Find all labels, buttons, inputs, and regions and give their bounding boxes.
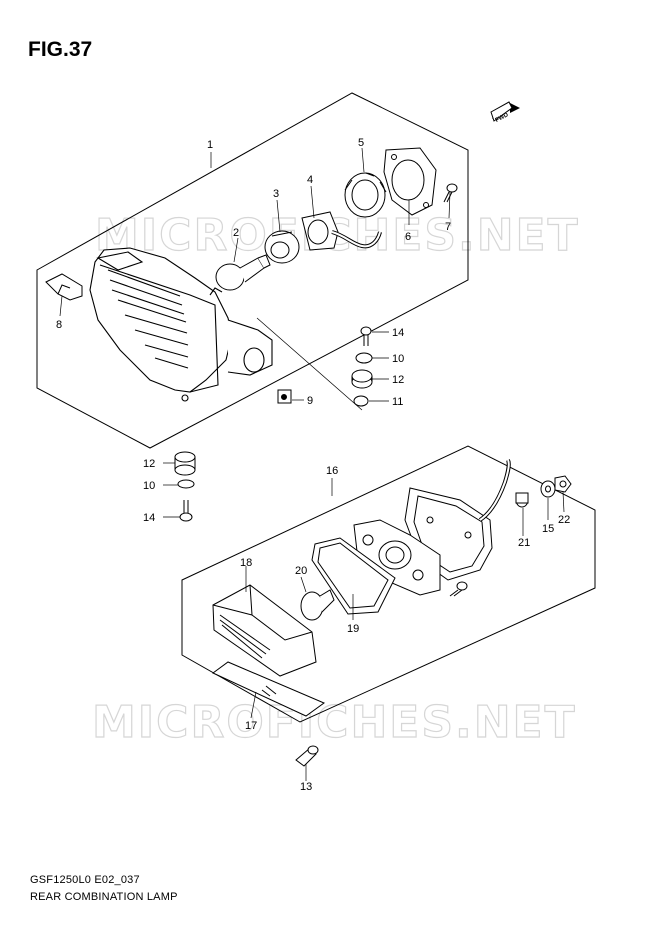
- callout-12a: 12: [392, 374, 404, 386]
- callout-9: 9: [307, 395, 313, 407]
- bolt-part-14-upper: [360, 326, 372, 346]
- nut-part-22: [554, 475, 572, 493]
- lamp-housing: [89, 247, 273, 402]
- ring-part-5: [344, 172, 387, 218]
- leader-lines: [59, 147, 565, 781]
- washer-part-10-lower: [177, 479, 195, 489]
- callout-16: 16: [326, 465, 338, 477]
- washer-part-10-upper: [355, 352, 373, 364]
- callout-13: 13: [300, 781, 312, 793]
- socket-cord-part-4: [301, 211, 382, 251]
- model-code: GSF1250L0 E02_037: [30, 874, 140, 886]
- screw-lower-base: [449, 581, 468, 597]
- callout-19: 19: [347, 623, 359, 635]
- assembly-frame-upper: [36, 92, 469, 449]
- callout-21: 21: [518, 537, 530, 549]
- lens-cover-part-18: [212, 584, 317, 677]
- bulb-part-20: [300, 589, 335, 621]
- callout-8: 8: [56, 319, 62, 331]
- callout-7: 7: [445, 221, 451, 233]
- gasket-plate-part-6: [383, 147, 437, 216]
- fwd-arrow-icon: FWD: [490, 101, 520, 124]
- callout-labels: 1 2 3 4 5 6 7 8 9 10 11 12 14 10 12 14 1…: [56, 137, 570, 793]
- callout-17: 17: [245, 720, 257, 732]
- section-title: REAR COMBINATION LAMP: [30, 891, 178, 903]
- grommet-part-12-upper: [351, 369, 373, 389]
- callout-20: 20: [295, 565, 307, 577]
- washer-part-15: [540, 480, 556, 498]
- figure-label: FIG.37: [28, 38, 93, 61]
- callout-14b: 14: [143, 512, 155, 524]
- callout-18: 18: [240, 557, 252, 569]
- socket-part-3: [264, 230, 300, 264]
- gasket-part-19: [311, 537, 396, 615]
- nut-part-11: [353, 395, 369, 407]
- callout-11: 11: [392, 396, 403, 408]
- bulb-upper: [215, 254, 271, 291]
- screw-part-7: [443, 183, 458, 203]
- lens-plate-part-17: [212, 661, 326, 717]
- callout-1: 1: [207, 139, 213, 151]
- watermark-lower: MICROFICHES.NET: [92, 697, 577, 748]
- clip-part-8: [45, 273, 83, 301]
- callout-3: 3: [273, 188, 279, 200]
- callout-15: 15: [542, 523, 554, 535]
- callout-5: 5: [358, 137, 364, 149]
- callout-4: 4: [307, 174, 313, 186]
- license-lamp-base: [353, 459, 511, 596]
- assembly-frame-lower: [181, 445, 596, 723]
- callout-6: 6: [405, 231, 411, 243]
- callout-12b: 12: [143, 458, 155, 470]
- nut-clip-part-9: [277, 389, 292, 404]
- bolt-part-14-lower: [179, 500, 193, 522]
- grommet-part-12-lower: [174, 451, 196, 476]
- callout-10b: 10: [143, 480, 155, 492]
- spacer-part-21: [515, 492, 529, 508]
- callout-22: 22: [558, 514, 570, 526]
- screw-part-13: [295, 745, 319, 767]
- callout-10a: 10: [392, 353, 404, 365]
- callout-14a: 14: [392, 327, 404, 339]
- callout-2: 2: [233, 227, 239, 239]
